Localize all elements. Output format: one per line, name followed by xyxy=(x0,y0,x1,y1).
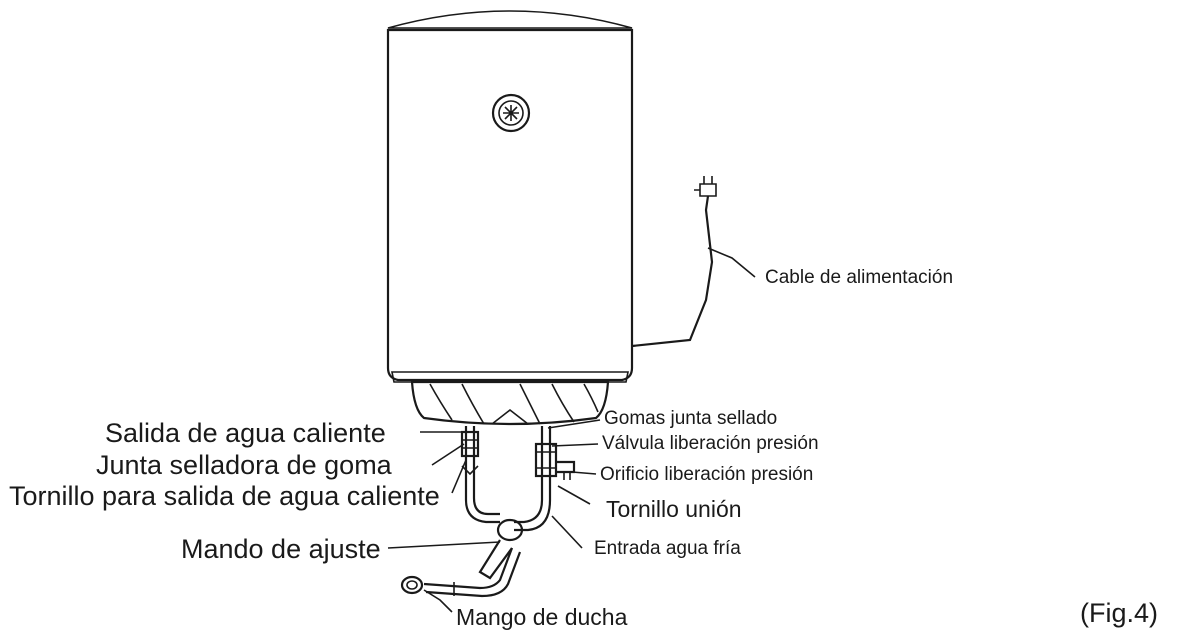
label-cold-water-inlet: Entrada agua fría xyxy=(594,538,741,559)
power-cable xyxy=(631,176,717,348)
label-union-screw: Tornillo unión xyxy=(606,496,742,522)
label-pressure-valve: Válvula liberación presión xyxy=(602,433,819,454)
tank-bottom-cap xyxy=(410,380,610,426)
label-hot-outlet-screw: Tornillo para salida de agua caliente xyxy=(9,481,440,511)
shower-hose xyxy=(400,547,522,598)
tank-bottom-band xyxy=(391,371,629,383)
label-rubber-seal: Junta selladora de goma xyxy=(96,450,392,480)
tank-top-dome xyxy=(387,10,633,29)
label-seal-rubbers: Gomas junta sellado xyxy=(604,408,778,429)
label-hot-water-outlet: Salida de agua caliente xyxy=(105,418,386,448)
thermostat-dial xyxy=(491,93,531,133)
cold-inlet-pipe xyxy=(514,426,576,532)
leader-lines xyxy=(387,247,756,613)
tank-body xyxy=(386,28,634,382)
hot-outlet-pipe xyxy=(460,426,500,524)
label-power-cable: Cable de alimentación xyxy=(765,267,954,288)
label-shower-handle: Mango de ducha xyxy=(456,604,628,630)
mixing-valve xyxy=(478,518,524,580)
figure-caption: (Fig.4) xyxy=(1080,598,1159,628)
label-adjust-knob: Mando de ajuste xyxy=(181,534,381,564)
label-pressure-hole: Orificio liberación presión xyxy=(600,464,814,485)
